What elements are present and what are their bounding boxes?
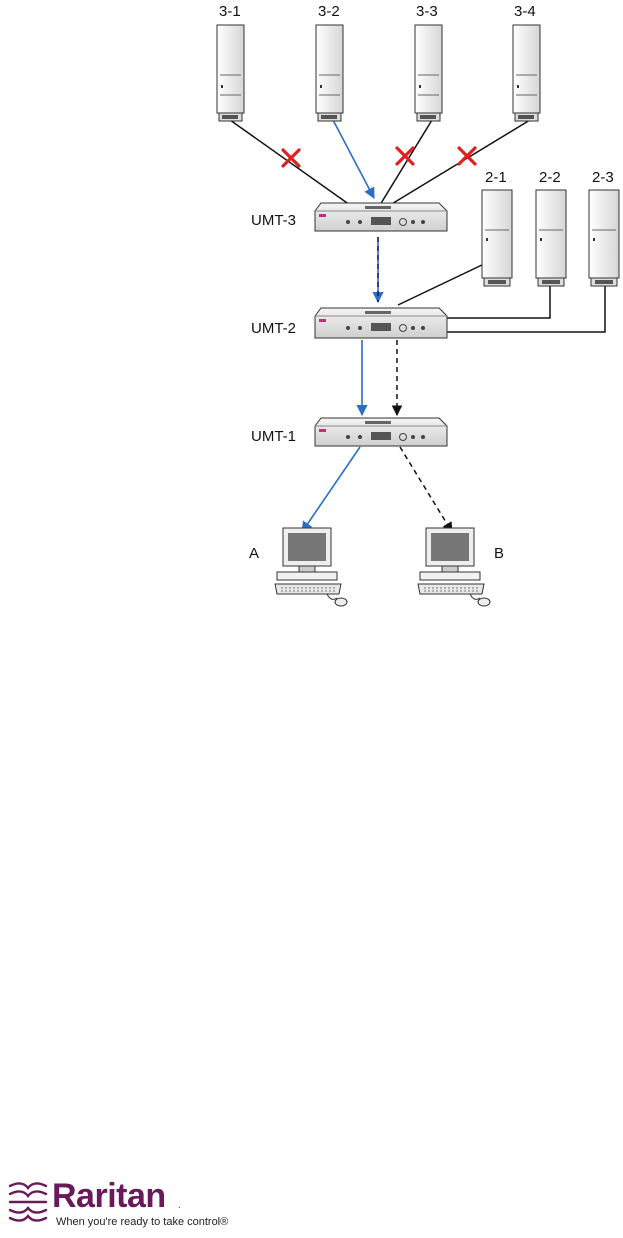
- server-tower-3-2: [316, 25, 343, 121]
- switch-label-umt-1: UMT-1: [251, 428, 296, 445]
- logo-wordmark: Raritan: [52, 1178, 166, 1214]
- server-tower-3-4: [513, 25, 540, 121]
- server-label-2-3: 2-3: [592, 169, 614, 186]
- console-b-monitor-icon: [418, 528, 490, 606]
- server-tower-3-1: [217, 25, 244, 121]
- server-label-3-3: 3-3: [416, 3, 438, 20]
- dashed-path: [378, 237, 452, 532]
- switch-label-umt-2: UMT-2: [251, 320, 296, 337]
- switch-umt-3: [315, 203, 447, 231]
- blocked-x-icon: [283, 148, 475, 166]
- server-tower-2-3: [589, 190, 619, 286]
- switch-label-umt-3: UMT-3: [251, 212, 296, 229]
- console-a-monitor-icon: [275, 528, 347, 606]
- logo-registered-mark: .: [178, 1200, 181, 1211]
- switch-umt-2: [315, 308, 447, 338]
- server-label-3-4: 3-4: [514, 3, 536, 20]
- server-label-3-1: 3-1: [219, 3, 241, 20]
- server-label-2-2: 2-2: [539, 169, 561, 186]
- server-label-3-2: 3-2: [318, 3, 340, 20]
- console-label-b: B: [494, 545, 504, 562]
- server-label-2-1: 2-1: [485, 169, 507, 186]
- server-tower-2-2: [536, 190, 566, 286]
- server-tower-2-1: [482, 190, 512, 286]
- switch-umt-1: [315, 418, 447, 446]
- console-label-a: A: [249, 545, 259, 562]
- logo-tagline: When you're ready to take control®: [56, 1216, 228, 1228]
- server-tower-3-3: [415, 25, 442, 121]
